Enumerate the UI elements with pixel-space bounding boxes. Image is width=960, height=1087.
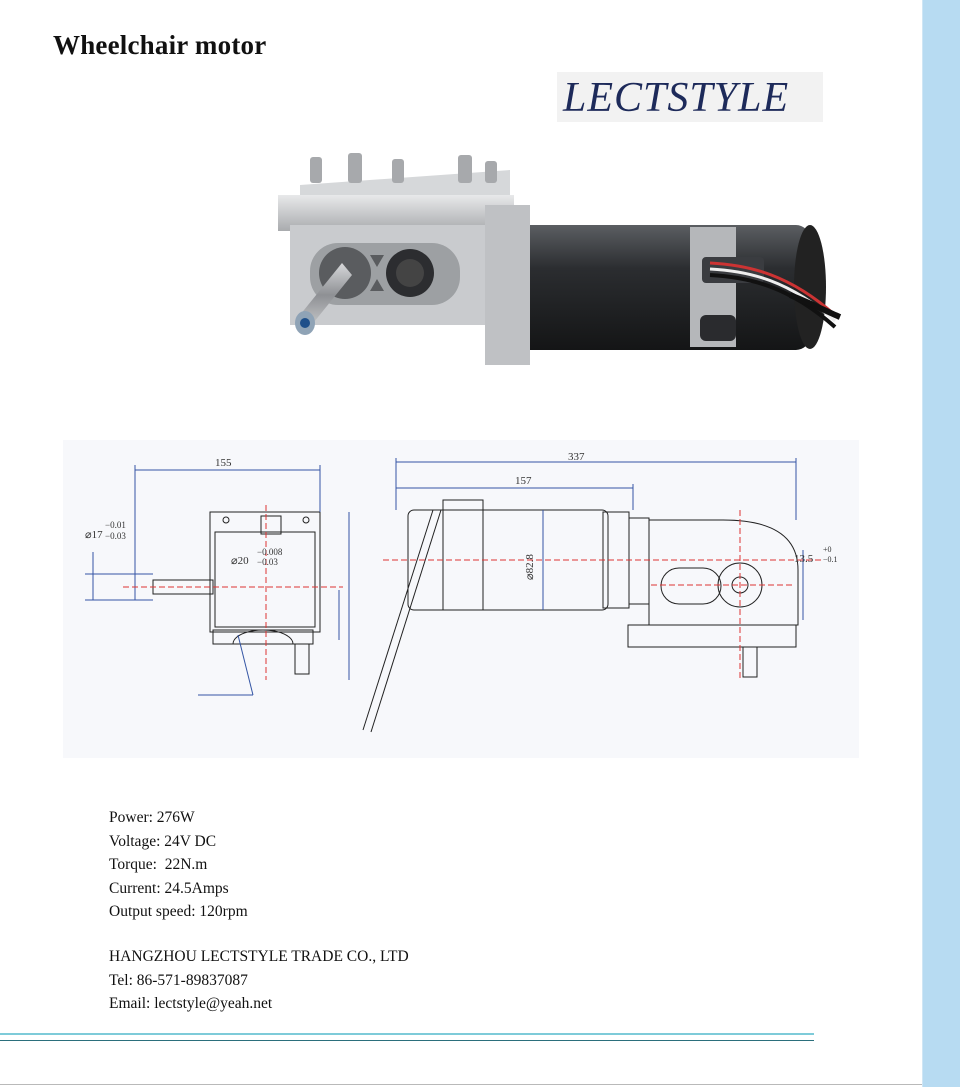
dim-bore-tol-lower: −0.03 bbox=[257, 557, 278, 567]
footer-rule-dark bbox=[0, 1040, 814, 1041]
spec-torque: Torque: 22N.m bbox=[109, 856, 208, 873]
company-name: HANGZHOU LECTSTYLE TRADE CO., LTD bbox=[109, 948, 409, 965]
dim-shaft-dia: ⌀17 bbox=[85, 529, 103, 541]
spec-output-speed: Output speed: 120rpm bbox=[109, 903, 248, 920]
motor-cylinder bbox=[515, 225, 842, 350]
side-view-housing bbox=[209, 511, 321, 633]
footer-rule-light bbox=[0, 1033, 814, 1035]
spec-power: Power: 276W bbox=[109, 809, 195, 826]
dim-output: 13.5 bbox=[794, 553, 814, 565]
company-email[interactable]: Email: lectstyle@yeah.net bbox=[109, 995, 273, 1012]
frame-bottom-line bbox=[0, 1084, 922, 1085]
dim-shaft-tol-lower: −0.03 bbox=[105, 531, 126, 541]
output-shaft bbox=[295, 263, 352, 335]
dim-bore-tol-upper: −0.008 bbox=[257, 547, 283, 557]
dim-bore-dia: ⌀20 bbox=[231, 555, 249, 567]
drawing-svg: 155 ⌀17 −0.01 −0.03 ⌀20 −0.008 −0.03 bbox=[85, 451, 838, 733]
motor-photo bbox=[278, 153, 842, 365]
dim-output-tol-lower: −0.1 bbox=[823, 555, 838, 564]
dim-total-length: 337 bbox=[568, 451, 585, 463]
spec-current: Current: 24.5Amps bbox=[109, 879, 229, 897]
front-view-gearbox bbox=[648, 519, 799, 626]
dim-side-width: 155 bbox=[215, 457, 232, 469]
dim-motor-length: 157 bbox=[515, 475, 532, 487]
right-decorative-band bbox=[922, 0, 960, 1087]
gearbox bbox=[278, 153, 530, 365]
page-title: Wheelchair motor bbox=[53, 30, 267, 60]
spec-list: Power: 276W Voltage: 24V DC Torque: 22N.… bbox=[109, 806, 248, 924]
spec-voltage: Voltage: 24V DC bbox=[109, 832, 217, 850]
dim-motor-dia: ⌀82.8 bbox=[524, 554, 536, 580]
dim-shaft-tol-upper: −0.01 bbox=[105, 520, 126, 530]
brand-logo: LECTSTYLE bbox=[557, 72, 823, 122]
email-link[interactable]: lectstyle@yeah.net bbox=[154, 995, 273, 1012]
brand-logo-text: LECTSTYLE bbox=[563, 75, 790, 121]
technical-drawing: 155 ⌀17 −0.01 −0.03 ⌀20 −0.008 −0.03 bbox=[63, 440, 859, 758]
company-info: HANGZHOU LECTSTYLE TRADE CO., LTD Tel: 8… bbox=[109, 945, 409, 1016]
company-tel: Tel: 86-571-89837087 bbox=[109, 971, 248, 989]
dim-output-tol-upper: +0 bbox=[823, 545, 832, 554]
